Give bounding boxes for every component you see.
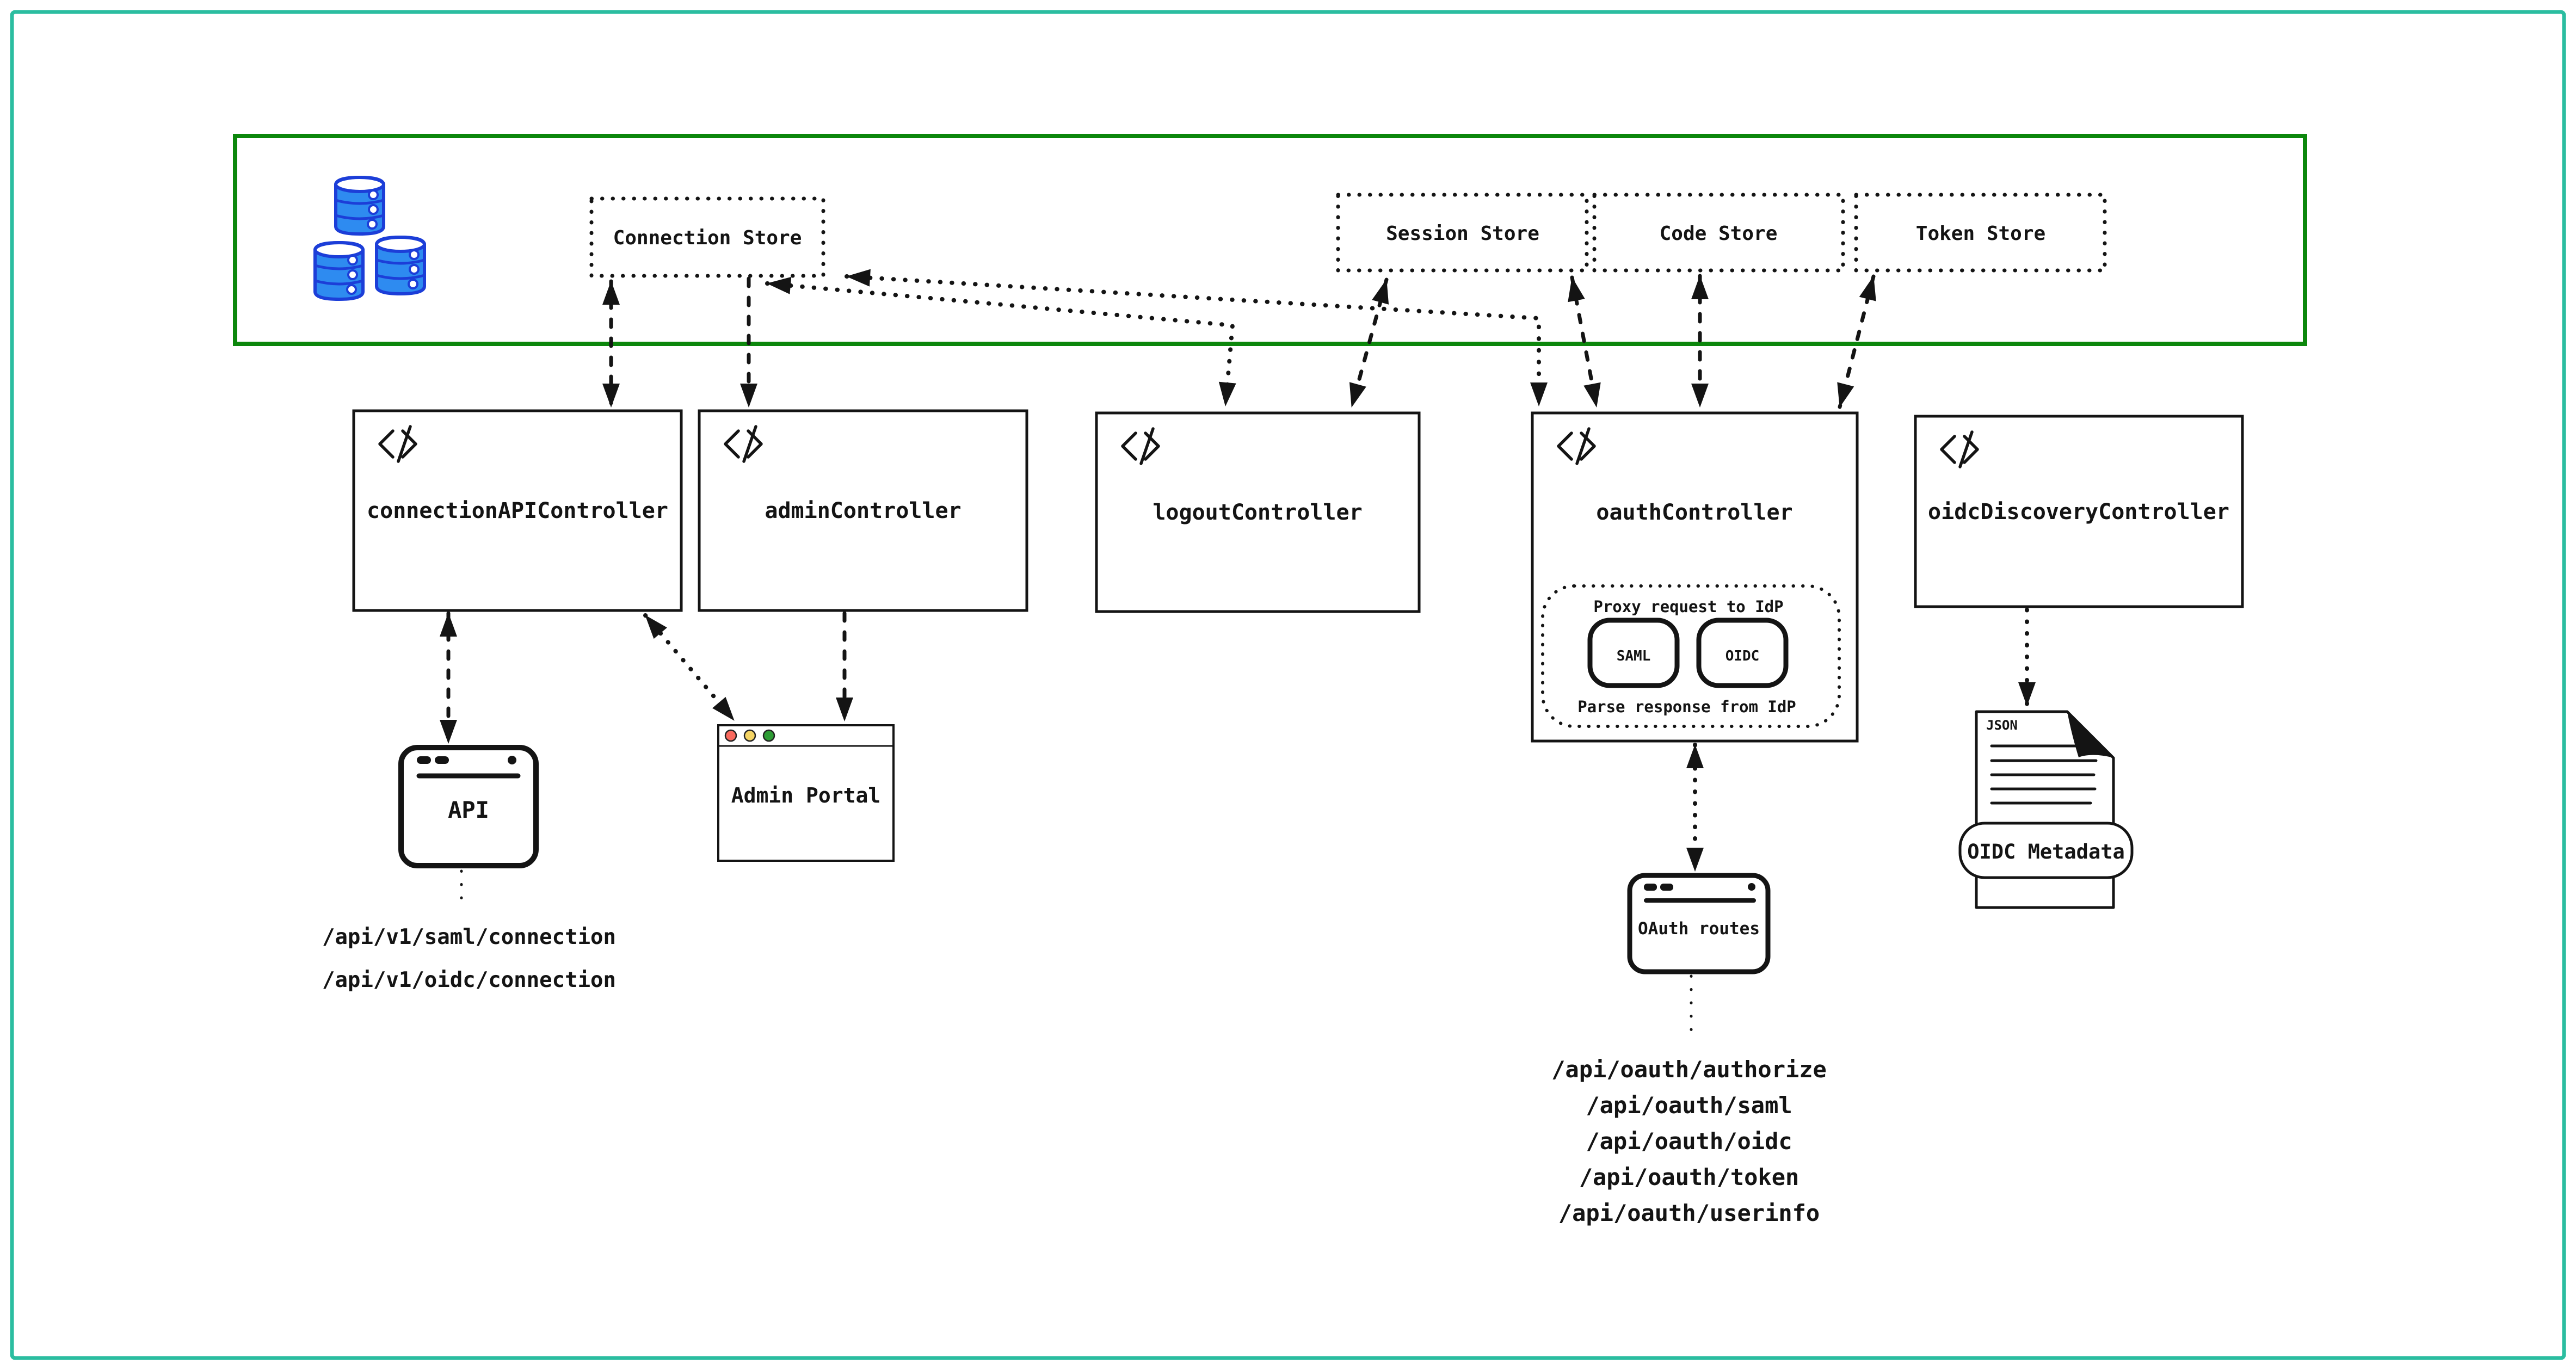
oidc-chip-label: OIDC (1725, 648, 1760, 664)
window-dot-icon (508, 756, 516, 764)
admin-portal-label: Admin Portal (731, 783, 881, 807)
oidc-metadata-document: JSON OIDC Metadata (1958, 710, 2134, 909)
token-store-label: Token Store (1916, 223, 2045, 245)
arrow-sessionstore-oauthcontroller (1568, 275, 1601, 409)
connection-api-controller-label: connectionAPIController (367, 498, 668, 523)
metadata-banner (1958, 822, 2134, 879)
connectors (440, 269, 2036, 1042)
close-traffic-light-icon (724, 729, 737, 742)
endpoint-item: /api/oauth/oidc (1586, 1128, 1792, 1155)
token-store: Token Store (1854, 193, 2107, 273)
window-dot-icon (435, 756, 449, 764)
oauth-endpoint-list: /api/oauth/authorize /api/oauth/saml /ap… (1551, 1056, 1827, 1226)
window-dot-icon (1660, 884, 1673, 891)
saml-chip (1587, 618, 1680, 688)
session-store: Session Store (1336, 193, 1589, 273)
proxy-request-label: Proxy request to IdP (1593, 597, 1783, 616)
arrow-oauthcontroller-connectionstore (845, 269, 1548, 408)
oidc-discovery-controller: oidcDiscoveryController (1914, 415, 2244, 608)
logout-controller-label: logoutController (1153, 500, 1362, 525)
api-endpoint-list: /api/v1/saml/connection /api/v1/oidc/con… (322, 925, 616, 992)
code-store-label: Code Store (1660, 223, 1778, 245)
window-dot-icon (1748, 883, 1755, 891)
admin-portal-window: Admin Portal (717, 724, 895, 862)
parse-response-label: Parse response from IdP (1577, 698, 1796, 716)
endpoint-item: /api/oauth/userinfo (1558, 1200, 1820, 1226)
logout-controller: logoutController (1095, 411, 1421, 613)
oauth-routes-label: OAuth routes (1638, 919, 1760, 939)
idp-proxy-box: Proxy request to IdP SAML OIDC Parse res… (1541, 584, 1841, 728)
window-dot-icon (1644, 884, 1657, 891)
endpoint-item: /api/oauth/token (1579, 1164, 1799, 1190)
endpoint-item: /api/oauth/authorize (1551, 1056, 1827, 1083)
maximize-traffic-light-icon (762, 729, 775, 742)
minimize-traffic-light-icon (743, 729, 756, 742)
database-stack-icon (315, 177, 424, 299)
arrow-connectionapi-adminportal (643, 613, 736, 723)
api-window-label: API (448, 797, 489, 823)
arrow-tokenstore-oauthcontroller (1837, 274, 1876, 409)
admin-controller-label: adminController (765, 498, 961, 523)
oidc-discovery-controller-label: oidcDiscoveryController (1928, 499, 2229, 524)
oidc-chip (1696, 618, 1789, 688)
window-dot-icon (417, 756, 431, 764)
page-border (10, 10, 2566, 1360)
session-store-label: Session Store (1386, 223, 1539, 245)
connection-api-controller: connectionAPIController (352, 409, 683, 612)
oauth-controller-label: oauthController (1596, 500, 1792, 525)
endpoint-item: /api/v1/oidc/connection (322, 968, 616, 992)
code-store: Code Store (1592, 193, 1845, 273)
connection-store-label: Connection Store (613, 227, 802, 249)
metadata-banner-label: OIDC Metadata (1967, 840, 2125, 863)
json-type-label: JSON (1986, 718, 2018, 733)
saml-chip-label: SAML (1617, 648, 1651, 664)
arrow-sessionstore-logoutcontroller (1349, 277, 1389, 409)
endpoint-item: /api/v1/saml/connection (322, 925, 616, 949)
endpoint-item: /api/oauth/saml (1586, 1092, 1792, 1119)
connection-store: Connection Store (589, 196, 825, 278)
admin-controller: adminController (698, 409, 1028, 612)
api-window: API (398, 745, 539, 868)
oauth-routes-window: OAuth routes (1627, 873, 1771, 974)
oauth-controller: oauthController Proxy request to IdP SAM… (1531, 411, 1859, 743)
